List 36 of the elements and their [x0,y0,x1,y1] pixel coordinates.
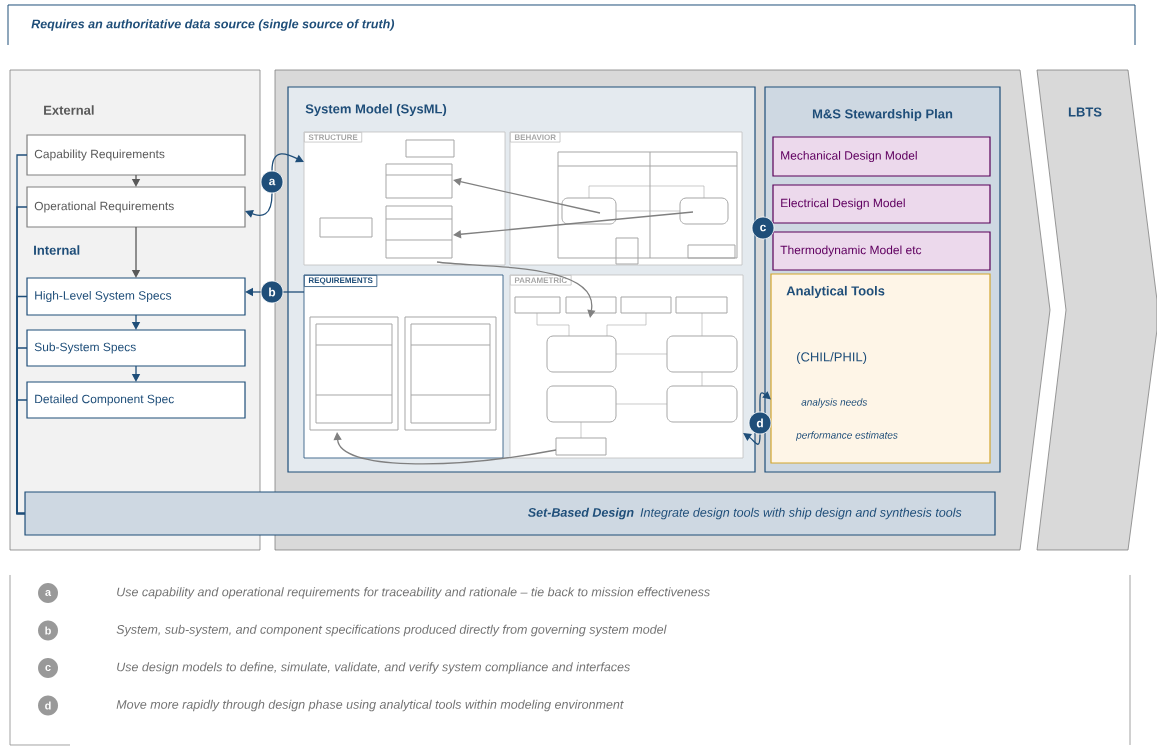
tab-label: PARAMETRIC [510,275,572,286]
heading: External [44,105,94,115]
connector [245,192,273,218]
heading: Analytical Tools [786,285,885,299]
connector [271,153,304,172]
tab-label: STRUCTURE [304,132,363,143]
model-box: Mechanical Design Model [772,136,991,177]
connector [436,261,596,318]
connector [282,291,305,293]
connector [453,211,694,239]
heading: System Model (SysML) [305,103,447,117]
tool-name: (CHIL/PHIL) [797,351,867,365]
title: Requires an authoritative data source (single source of truth) [31,19,395,31]
note-text: analysis needs [801,398,868,408]
requirement-box: Operational Requirements [26,186,246,228]
note-text: Use design models to define, simulate, validate, and verify system compliance and interfaces [117,662,630,674]
connector [16,399,28,515]
connector [333,432,557,465]
heading: M&S Stewardship Plan [812,108,953,122]
note-text: Use capability and operational requirements for traceability and rationale – tie back to mission effectiveness [117,587,710,599]
model-box: Thermodynamic Model etc [772,231,991,271]
model-box: Electrical Design Model [772,184,991,224]
connector [453,177,601,214]
banner: Set-Based Design Integrate design tools with ship design and synthesis tools [24,491,996,536]
connector [759,391,771,413]
heading: Internal [34,245,80,255]
tab-label: BEHAVIOR [510,132,561,143]
note-text: System, sub-system, and component specifications produced directly from governing system model [116,624,667,637]
spec-box: Detailed Component Spec [26,381,246,419]
spec-box: High-Level System Specs [26,277,246,316]
tab-label: REQUIREMENTS [304,275,378,287]
note-text: performance estimates [795,431,898,441]
spec-box: Sub-System Specs [26,329,246,367]
connector [743,433,761,445]
requirement-box: Capability Requirements [26,134,246,176]
note-text: Move more rapidly through design phase using analytical tools within modeling environment [116,699,624,712]
